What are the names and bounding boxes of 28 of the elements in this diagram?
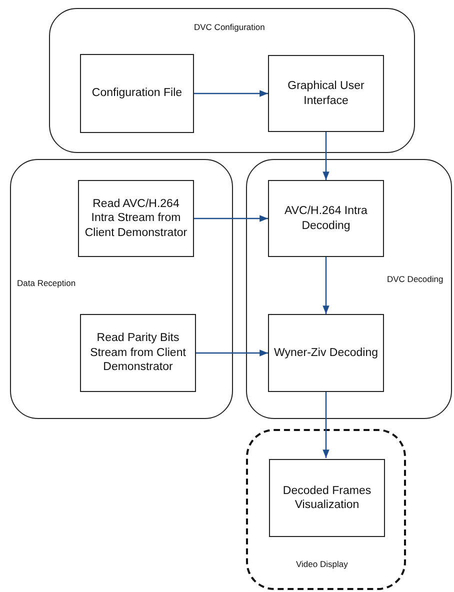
arrow <box>196 350 268 356</box>
process-box <box>80 54 194 133</box>
process-box <box>269 459 385 537</box>
arrow <box>194 215 268 222</box>
process-box <box>268 55 384 132</box>
arrow <box>322 257 330 314</box>
group-container <box>49 8 415 153</box>
box-label: Configuration File <box>90 86 184 102</box>
box-label: Decoded Frames Visualization <box>282 484 372 513</box>
arrow <box>322 392 330 458</box>
box-label: Wyner-Ziv Decoding <box>272 346 380 361</box>
group-container <box>246 159 452 419</box>
box-label: Graphical User Interface <box>286 79 366 108</box>
box-label: Read Parity Bits Stream from Client Demonstrator <box>89 331 187 376</box>
group-heading: DVC Decoding <box>387 274 444 284</box>
group-heading: Video Display <box>296 559 348 569</box>
group-container <box>10 159 233 419</box>
group-heading: DVC Configuration <box>194 22 265 32</box>
box-label: Read AVC/H.264 Intra Stream from Client Demonstrator <box>84 196 188 241</box>
process-box <box>268 180 384 257</box>
arrow <box>322 132 330 180</box>
group-container <box>246 429 406 590</box>
process-box <box>78 180 194 257</box>
process-box <box>268 314 384 392</box>
arrow <box>194 90 268 97</box>
group-heading: Data Reception <box>17 278 76 288</box>
process-box <box>80 314 196 392</box>
box-label: AVC/H.264 Intra Decoding <box>284 204 368 234</box>
